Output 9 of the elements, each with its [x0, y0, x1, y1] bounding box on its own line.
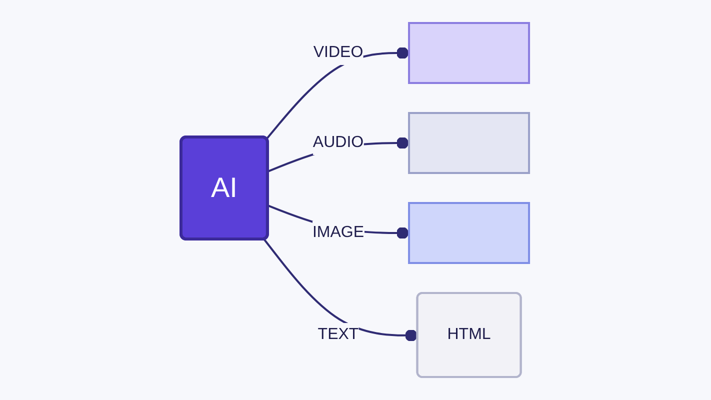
edge-label: VIDEO	[314, 44, 364, 61]
node-box	[408, 112, 531, 174]
edge-label: IMAGE	[312, 224, 365, 241]
node-box	[408, 22, 531, 84]
connector	[264, 238, 418, 342]
edge-label: AUDIO	[313, 134, 364, 151]
edge-label: TEXT	[318, 326, 360, 343]
node-box	[408, 202, 531, 264]
connector	[266, 46, 410, 140]
